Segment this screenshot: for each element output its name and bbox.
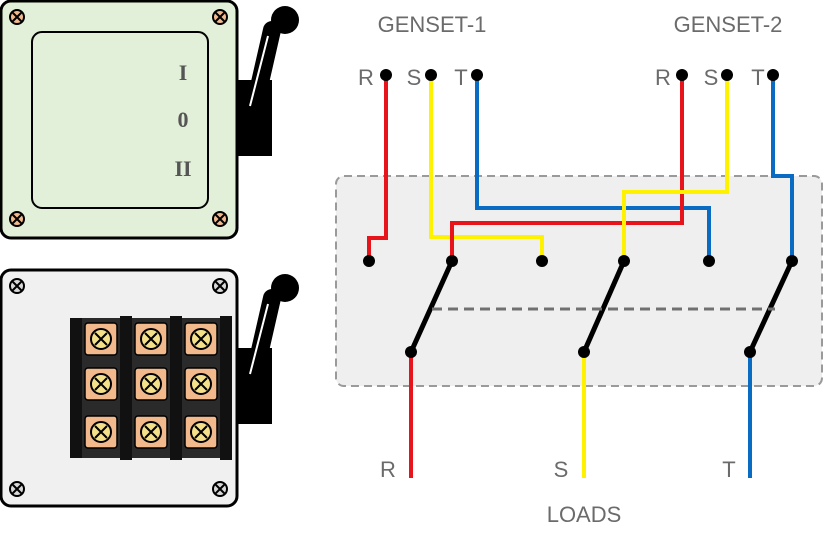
screw-icon [9, 481, 25, 497]
terminal-screw-icon [84, 415, 118, 449]
wire-g2-r [450, 75, 684, 261]
genset-1-phase-t: T [454, 65, 467, 90]
screw-icon [9, 9, 25, 25]
wire-g1-s [429, 75, 544, 261]
genset-2-phase-r: R [655, 65, 671, 90]
screw-icon [212, 278, 228, 294]
switch-blade-r [408, 259, 455, 354]
load-phase-t: T [722, 457, 735, 482]
terminal-screw-icon [134, 415, 168, 449]
load-phase-s: S [554, 457, 569, 482]
terminal-block [70, 316, 232, 460]
screw-icon [212, 9, 228, 25]
front-panel [0, 0, 239, 240]
rotary-lever-icon [236, 6, 299, 156]
wire-g1-t [475, 75, 711, 261]
terminal-screw-icon [184, 415, 218, 449]
genset-1-phase-s: S [407, 65, 422, 90]
switch-front-view: I 0 II [0, 0, 299, 240]
screw-icon [9, 278, 25, 294]
genset-2-phase-s: S [704, 65, 719, 90]
wire-g2-s [622, 75, 729, 261]
schematic: GENSET-1 GENSET-2 R S T R S T R S T LOAD… [335, 12, 823, 527]
switch-enclosure [335, 175, 823, 387]
terminal-screw-icon [134, 367, 168, 401]
terminal-screw-icon [184, 367, 218, 401]
loads-title: LOADS [547, 502, 622, 527]
wire-g2-t [771, 75, 794, 261]
terminal-screw-icon [84, 322, 118, 356]
wire-g1-r [367, 75, 388, 261]
genset-1-phase-r: R [358, 65, 374, 90]
genset-2-phase-t: T [751, 65, 764, 90]
switch-blade-s [581, 259, 627, 354]
screw-icon [212, 211, 228, 227]
position-label-2: II [174, 156, 191, 181]
front-window [31, 31, 209, 209]
switch-blade-t [747, 259, 795, 354]
genset-terminals [380, 69, 779, 81]
switch-back-view [0, 268, 299, 508]
position-label-0: 0 [178, 107, 189, 132]
position-label-1: I [179, 60, 188, 85]
screw-icon [212, 481, 228, 497]
genset-2-title: GENSET-2 [674, 12, 783, 37]
terminal-screw-icon [184, 322, 218, 356]
genset-1-title: GENSET-1 [378, 12, 487, 37]
terminal-screw-icon [134, 322, 168, 356]
contacts [363, 255, 798, 358]
rotary-lever-icon [236, 274, 299, 424]
screw-icon [9, 211, 25, 227]
terminal-screw-icon [84, 367, 118, 401]
load-phase-r: R [380, 457, 396, 482]
